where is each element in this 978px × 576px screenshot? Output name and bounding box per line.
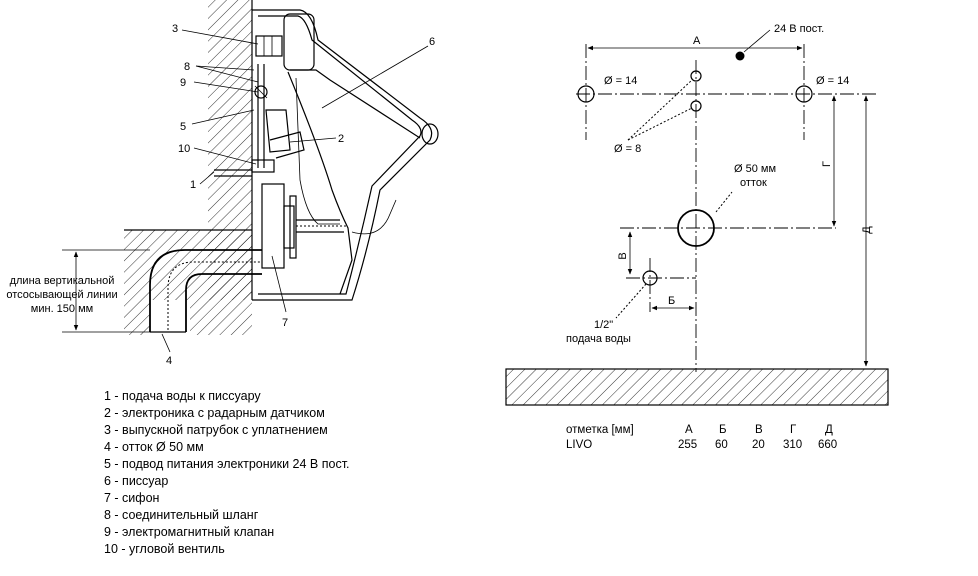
table-header: А	[685, 424, 693, 436]
angle-valve	[251, 159, 275, 173]
water-label: подача воды	[566, 333, 631, 345]
callout-3: 3	[172, 23, 178, 35]
table-cell: 310	[783, 439, 803, 451]
water-size-label: 1/2"	[594, 319, 613, 331]
dim-d-label: Д	[861, 226, 873, 234]
water-inlet-hole	[642, 270, 658, 286]
table-cell: LIVO	[566, 439, 593, 451]
callout-2: 2	[338, 133, 344, 145]
legend-item: 6 - писсуар	[104, 474, 169, 488]
callout-10: 10	[178, 143, 190, 155]
power-point	[735, 51, 745, 61]
callout-6: 6	[429, 36, 435, 48]
legend-item: 1 - подача воды к писсуару	[104, 389, 261, 403]
urinal-section-drawing: 3 6 8 9 5 2 10 1 7 4 длина вертикальной …	[6, 0, 439, 367]
dim-a-label: А	[693, 35, 701, 47]
table-cell: 20	[752, 439, 765, 451]
legend-item: 3 - выпускной патрубок с уплатнением	[104, 423, 328, 437]
callout-9: 9	[180, 77, 186, 89]
connecting-hose	[257, 64, 265, 168]
dim-g-label: Г	[821, 161, 833, 167]
hole-large-left-label: Ø = 14	[604, 75, 637, 87]
table-header: отметка [мм]	[566, 424, 634, 436]
legend-item: 9 - электромагнитный клапан	[104, 525, 275, 539]
electronics-box	[265, 109, 291, 153]
callout-7: 7	[282, 317, 288, 329]
siphon	[261, 183, 285, 269]
power-label: 24 В пост.	[774, 23, 824, 35]
drain-pipe-inner	[185, 273, 262, 332]
hole-large-left	[577, 85, 595, 103]
legend-item: 10 - угловой вентиль	[104, 542, 225, 556]
outlet-label: отток	[740, 177, 767, 189]
table-cell: 255	[678, 439, 698, 451]
table-header: Г	[790, 424, 797, 436]
hole-large-right	[795, 85, 813, 103]
dim-b-label: Б	[668, 295, 675, 307]
callout-5: 5	[180, 121, 186, 133]
hole-large-right-label: Ø = 14	[816, 75, 849, 87]
hole-small-top	[690, 70, 702, 82]
urinal-outline	[252, 9, 433, 301]
callout-8: 8	[184, 61, 190, 73]
solenoid-valve	[254, 85, 268, 99]
suction-note-line-3: мин. 150 мм	[31, 303, 93, 315]
hole-small-label: Ø = 8	[614, 143, 641, 155]
parts-legend: 1 - подача воды к писсуару 2 - электрони…	[104, 388, 350, 558]
suction-note-line-1: длина вертикальной	[10, 275, 115, 287]
callout-1: 1	[190, 179, 196, 191]
outlet-nozzle	[283, 13, 315, 71]
suction-note-line-2: отсосывающей линии	[6, 289, 117, 301]
mounting-plan-drawing: А 24 В пост. Ø = 14 Ø = 14 Ø = 8 Ø 50 мм…	[505, 23, 889, 406]
legend-item: 7 - сифон	[104, 491, 160, 505]
table-header: Б	[719, 424, 727, 436]
table-cell: 660	[818, 439, 838, 451]
drain-pipe-outer	[149, 249, 262, 332]
outlet-size-label: Ø 50 мм	[734, 163, 776, 175]
legend-item: 2 - электроника с радарным датчиком	[104, 406, 325, 420]
table-header: Д	[825, 424, 833, 436]
callout-4: 4	[166, 355, 172, 367]
table-header: В	[755, 424, 763, 436]
legend-item: 4 - отток Ø 50 мм	[104, 440, 204, 454]
legend-item: 5 - подвод питания электроники 24 В пост…	[104, 457, 350, 471]
outlet-hole	[677, 209, 715, 247]
legend-item: 8 - соединительный шланг	[104, 508, 259, 522]
floor-slab	[505, 368, 889, 406]
dim-v-label: В	[617, 252, 629, 259]
table-cell: 60	[715, 439, 728, 451]
hole-small-bottom	[690, 100, 702, 112]
